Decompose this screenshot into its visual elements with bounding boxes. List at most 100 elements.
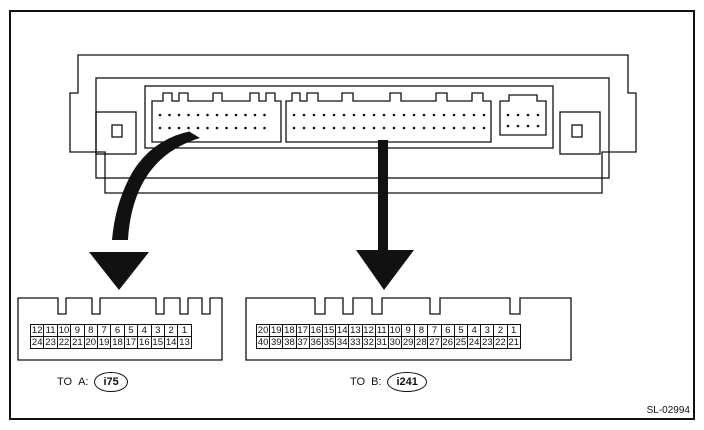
socket-a-pin (187, 113, 190, 117)
socket-b-pin (392, 126, 396, 130)
socket-b-pin (462, 113, 466, 117)
connector-b-pin-cell: 7 (427, 324, 442, 337)
connector-b-pin-cell: 3 (480, 324, 495, 337)
socket-b-pin (482, 113, 486, 117)
socket-a-pin (206, 126, 209, 130)
socket-b-pin (482, 126, 486, 130)
connector-b-pin-cell: 35 (321, 336, 337, 349)
connector-a-pin-cell: 4 (137, 324, 152, 337)
connector-b-pin-cell: 17 (295, 324, 310, 337)
connector-housing (144, 85, 554, 149)
connector-b-pin-cell: 10 (387, 324, 403, 337)
connector-a-pin-cell: 14 (163, 336, 179, 349)
connector-a-label: A: (78, 376, 89, 388)
socket-a-pin (244, 126, 247, 130)
socket-a-pin (215, 113, 219, 117)
connector-a-pin-cell: 17 (123, 336, 139, 349)
connector-a-pin-cell: 11 (43, 324, 58, 337)
socket-b-pin (372, 126, 376, 130)
socket-b-pin (352, 113, 356, 117)
connector-b-pin-cell: 37 (295, 336, 310, 349)
socket-b-pin (382, 126, 386, 130)
figure-code: SL-02994 (646, 405, 690, 416)
connector-b-pin-cell: 2 (493, 324, 508, 337)
socket-b-pin (402, 113, 406, 117)
arrow-a-head (89, 252, 149, 290)
socket-small-pin (526, 124, 530, 128)
socket-a-pin (263, 126, 266, 130)
socket-b-pin (322, 113, 326, 117)
socket-b (285, 92, 492, 143)
socket-b-pin (432, 126, 436, 130)
connector-a-pin-cell: 15 (150, 336, 165, 349)
socket-small-pin (506, 124, 510, 128)
left-mount-hole (111, 124, 123, 138)
socket-b-pin (302, 126, 306, 130)
connector-b-pin-cell: 29 (401, 336, 416, 349)
socket-a-pin (234, 113, 238, 117)
connector-a-pin-cell: 19 (96, 336, 112, 349)
figure-frame (9, 10, 695, 420)
socket-small-pin (506, 113, 510, 117)
socket-small-pin (516, 124, 520, 128)
connector-b-pin-cell: 31 (374, 336, 389, 349)
socket-b-pin (342, 126, 346, 130)
connector-b-pin-cell: 39 (269, 336, 284, 349)
connector-b-pin-cell: 15 (321, 324, 337, 337)
connector-a-caption: TO A: i75 (57, 372, 128, 392)
arrow-b-head (356, 250, 414, 290)
socket-b-pin (462, 126, 466, 130)
connector-b-label: B: (371, 376, 382, 388)
connector-b-pin-cell: 40 (255, 336, 271, 349)
socket-a-pin (234, 126, 238, 130)
arrow-a (112, 132, 200, 240)
socket-a-pin (206, 113, 209, 117)
connector-b-prefix: TO (350, 376, 366, 388)
connector-b-pin-cell: 5 (453, 324, 469, 337)
connector-b-pin-cell: 21 (506, 336, 521, 349)
socket-b-pin (332, 113, 336, 117)
socket-b-pin (412, 113, 416, 117)
socket-b-pin (392, 113, 396, 117)
socket-b-pin (312, 113, 316, 117)
connector-b-pin-cell: 20 (255, 324, 271, 337)
socket-a-pin (158, 113, 162, 117)
socket-b-pin (472, 126, 476, 130)
connector-b-face (245, 297, 572, 361)
socket-small-pin (536, 113, 540, 117)
socket-b-pin (382, 113, 386, 117)
connector-a-pin-cell: 12 (29, 324, 45, 337)
connector-b-pin-cell: 22 (493, 336, 508, 349)
right-mount-tab (559, 111, 601, 155)
arrow-b-shaft (378, 140, 388, 250)
connector-b-pin-cell: 23 (480, 336, 495, 349)
connector-b-pin-cell: 36 (308, 336, 323, 349)
socket-small-pin (516, 113, 520, 117)
connector-b-pin-cell: 11 (374, 324, 389, 337)
socket-b-pin (332, 126, 336, 130)
connector-a-pin-cell: 3 (150, 324, 165, 337)
socket-a-pin (244, 113, 247, 117)
connector-b-caption: TO B: i241 (350, 372, 427, 392)
connector-b-pin-cell: 9 (401, 324, 416, 337)
socket-a-pin (177, 126, 181, 130)
connector-b-pin-cell: 30 (387, 336, 403, 349)
connector-b-pin-cell: 33 (348, 336, 363, 349)
socket-small-pin (536, 124, 540, 128)
socket-a-pin (253, 113, 257, 117)
connector-b-pin-cell: 4 (466, 324, 482, 337)
socket-a (151, 92, 282, 143)
connector-a-pin-cell: 1 (177, 324, 192, 337)
socket-b-pin (432, 113, 436, 117)
connector-b-pin-cell: 6 (440, 324, 455, 337)
socket-a-pin (215, 126, 219, 130)
connector-b-code-badge: i241 (387, 372, 427, 392)
socket-a-pin (187, 126, 190, 130)
socket-a-pin (225, 126, 228, 130)
connector-a-pin-cell: 6 (110, 324, 125, 337)
connector-a-pin-cell: 13 (177, 336, 192, 349)
